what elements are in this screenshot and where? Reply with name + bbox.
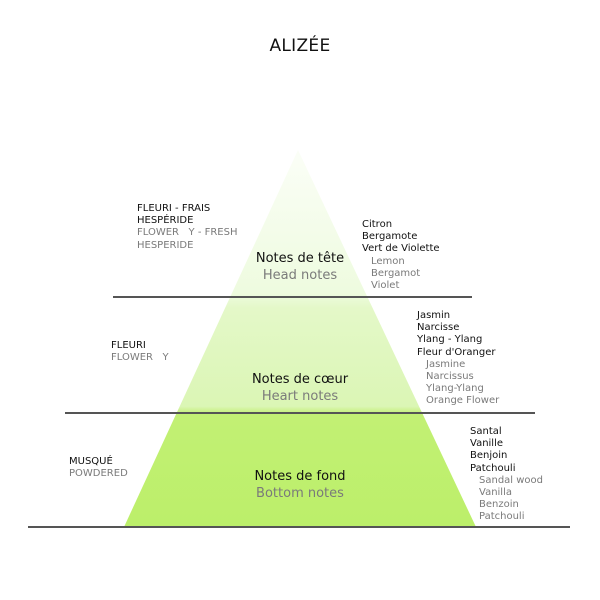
family-en: POWDERED [69, 468, 128, 480]
note-fr: Ylang - Ylang [417, 334, 483, 346]
tier-base-en: Bottom notes [256, 486, 344, 501]
note-fr: Vert de Violette [362, 243, 440, 255]
note-en: Ylang-Ylang [426, 383, 484, 395]
tier-base-family: MUSQUÉ POWDERED [69, 456, 128, 480]
note-fr: Santal [470, 426, 502, 437]
tier-head-notes: Citron Bergamote Vert de Violette Lemon … [362, 219, 440, 292]
note-en: Orange Flower [426, 395, 500, 407]
tier-heart-en: Heart notes [261, 389, 339, 404]
tier-head-en: Head notes [262, 268, 338, 283]
tier-base-label: Notes de fond Bottom notes [200, 468, 400, 502]
family-en: HESPERIDE [137, 239, 194, 251]
note-en: Violet [371, 280, 400, 292]
family-fr: MUSQUÉ [69, 456, 113, 467]
tier-heart-notes: Jasmin Narcisse Ylang - Ylang Fleur d'Or… [417, 310, 499, 408]
divider-base [28, 526, 570, 528]
note-fr: Patchouli [470, 462, 516, 474]
tier-heart-label: Notes de cœur Heart notes [200, 371, 400, 405]
divider-heart-base [65, 412, 535, 414]
tier-head-label: Notes de tête Head notes [200, 250, 400, 284]
tier-head-family: FLEURI - FRAIS HESPÉRIDE FLOWER Y - FRES… [137, 203, 238, 252]
note-en: Bergamot [371, 267, 421, 279]
note-fr: Narcisse [417, 322, 460, 334]
note-en: Lemon [371, 255, 405, 267]
family-fr: HESPÉRIDE [137, 215, 194, 227]
family-fr: FLEURI - FRAIS [137, 203, 211, 214]
note-fr: Vanille [470, 438, 504, 450]
tier-base-fr: Notes de fond [254, 469, 346, 484]
tier-base-notes: Santal Vanille Benjoin Patchouli Sandal … [470, 426, 543, 524]
diagram-title: ALIZÉE [269, 36, 331, 56]
family-fr: FLEURI [111, 340, 146, 351]
note-en: Benzoin [479, 499, 519, 511]
note-fr: Bergamote [362, 231, 418, 243]
family-en: FLOWER Y [111, 352, 169, 364]
note-fr: Jasmin [417, 310, 451, 321]
family-en: FLOWER Y - FRESH [137, 227, 238, 239]
note-fr: Benjoin [470, 450, 508, 462]
tier-head-fr: Notes de tête [255, 251, 345, 266]
tier-heart-family: FLEURI FLOWER Y [111, 340, 169, 364]
divider-head-heart [113, 296, 472, 298]
tier-heart-fr: Notes de cœur [251, 372, 349, 387]
note-fr: Citron [362, 219, 393, 230]
pyramid-shape [124, 150, 476, 527]
note-fr: Fleur d'Oranger [417, 346, 496, 358]
note-en: Jasmine [426, 358, 466, 370]
note-en: Narcissus [426, 371, 474, 383]
note-en: Vanilla [479, 487, 512, 499]
note-en: Sandal wood [479, 474, 544, 486]
note-en: Patchouli [479, 511, 525, 523]
